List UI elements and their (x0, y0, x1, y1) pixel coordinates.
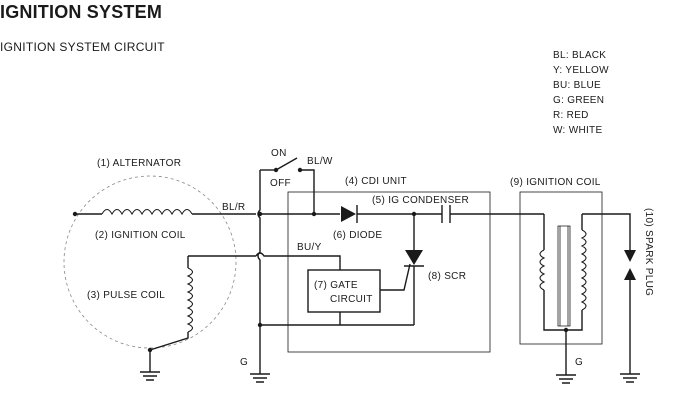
pulse-coil-leads (149, 256, 189, 372)
pulse-coil-label: (3) PULSE COIL (87, 290, 165, 301)
charge-coil-label: (2) IGNITION COIL (95, 230, 186, 241)
legend-item: R: RED (553, 110, 589, 121)
ig-condenser-label: (5) IG CONDENSER (372, 195, 469, 206)
ground-main-label: G (240, 357, 248, 368)
alternator-housing (63, 175, 237, 349)
ig-condenser-symbol (441, 205, 451, 223)
gate-circuit-box (307, 269, 381, 313)
secondary-winding (580, 229, 587, 311)
ignition-coil-box (519, 191, 603, 345)
spark-plug-electrode-bottom (624, 268, 636, 280)
secondary-lead-bottom (565, 310, 583, 375)
scr-label: (8) SCR (428, 271, 466, 282)
terminal-dot (72, 211, 78, 217)
gate-circuit-label-line2: CIRCUIT (330, 294, 373, 305)
ground-symbol (556, 374, 576, 384)
wire-bl-r-label: BL/R (222, 202, 245, 213)
spark-plug-label: (10) SPARK PLUG (643, 208, 654, 296)
page-subtitle: IGNITION SYSTEM CIRCUIT (0, 40, 165, 54)
scr-gate-wire (380, 263, 411, 291)
terminal-dot (147, 347, 153, 353)
high-tension-lead (582, 213, 631, 250)
wire-bu-y-label: BU/Y (297, 242, 322, 253)
junction-dot (311, 211, 317, 217)
switch-lead-right (300, 169, 315, 214)
cdi-unit-box (287, 191, 491, 353)
wire-bu-y (188, 252, 341, 270)
cdi-unit-label: (4) CDI UNIT (345, 176, 407, 187)
legend-item: G: GREEN (553, 95, 605, 106)
ground-coil-label: G (575, 357, 583, 368)
wire-bl-w-main (257, 170, 261, 374)
ground-symbol (620, 373, 640, 383)
page-title: IGNITION SYSTEM (0, 2, 163, 22)
pulse-coil-winding (186, 267, 194, 333)
legend-item: BU: BLUE (553, 80, 601, 91)
primary-winding (539, 249, 546, 291)
spark-plug-electrode-top (624, 250, 636, 262)
gate-circuit-label-line1: (7) GATE (314, 280, 358, 291)
ignition-coil-label: (9) IGNITION COIL (510, 177, 601, 188)
diode-label: (6) DIODE (333, 230, 382, 241)
coil-core (557, 225, 571, 327)
legend-item: W: WHITE (553, 125, 603, 136)
legend-item: Y: YELLOW (553, 65, 609, 76)
wire-bl-w-label: BL/W (307, 156, 333, 167)
switch-lever (275, 157, 298, 171)
primary-lead-bottom (543, 290, 566, 331)
diode-symbol (341, 206, 356, 222)
scr-symbol (405, 250, 423, 265)
alternator-label: (1) ALTERNATOR (97, 158, 181, 169)
ground-symbol (250, 373, 270, 383)
legend-item: BL: BLACK (553, 50, 607, 61)
switch-on-label: ON (271, 148, 287, 159)
wire-color-legend: BL: BLACK Y: YELLOW BU: BLUE G: GREEN R:… (553, 48, 609, 138)
ground-symbol (140, 371, 160, 381)
switch-off-label: OFF (270, 178, 291, 189)
junction-dot (563, 327, 569, 333)
charge-coil-winding (101, 208, 193, 216)
